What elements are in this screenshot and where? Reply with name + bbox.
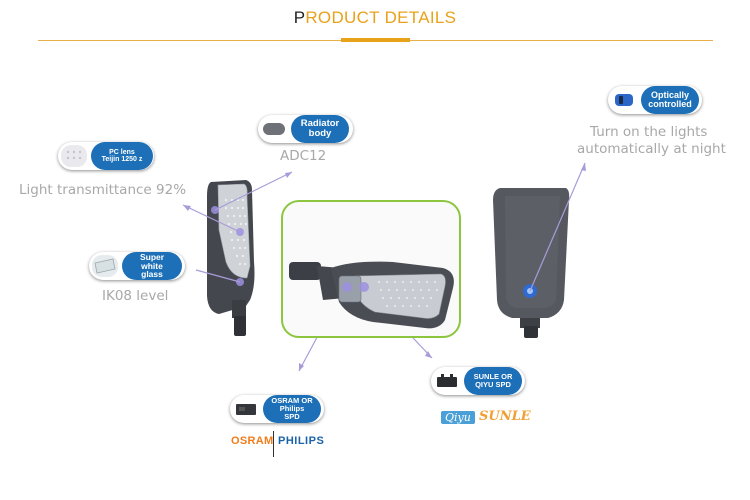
light-transmittance-caption: Light transmittance 92% [19, 182, 187, 198]
detail-view-frame [281, 200, 461, 338]
pc-lens-label: PC lens Teijin 1250 z [91, 142, 153, 170]
logo-separator [273, 431, 274, 457]
surge-protector-icon [434, 370, 460, 392]
impact-rating-caption: IK08 level [102, 288, 169, 304]
page-header: PRODUCT DETAILS [0, 0, 750, 48]
optically-controlled-label: Optically controlled [641, 86, 699, 114]
sunle-spd-badge: SUNLE OR QIYU SPD [431, 367, 525, 395]
title-initial: P [293, 8, 306, 27]
philips-logo: PHILIPS [278, 435, 325, 447]
header-accent-bar [341, 38, 410, 42]
night-caption-line1: Turn on the lights [590, 124, 708, 140]
left-street-light [207, 180, 255, 336]
title-rest: RODUCT DETAILS [305, 8, 457, 27]
radiator-badge: Radiator body [258, 115, 353, 143]
glass-label: Super white glass [122, 252, 182, 280]
radiator-icon [261, 118, 287, 140]
driver-module-icon [233, 398, 259, 420]
street-light-close-up [289, 261, 454, 329]
qiyu-logo: Qiyu [441, 411, 475, 424]
radiator-label: Radiator body [291, 115, 349, 143]
optically-controlled-badge: Optically controlled [608, 86, 702, 114]
radiator-material-caption: ADC12 [280, 148, 327, 164]
glass-badge: Super white glass [89, 252, 185, 280]
right-street-light [493, 188, 570, 338]
pc-lens-badge: PC lens Teijin 1250 z [58, 142, 154, 170]
sunle-logo: SUNLE [479, 409, 531, 424]
lens-texture-icon [61, 145, 87, 167]
osram-spd-label: OSRAM OR Philips SPD [263, 395, 321, 423]
glass-pane-icon [92, 255, 118, 277]
photocell-sensor-icon [611, 89, 637, 111]
night-caption-line2: automatically at night [577, 141, 726, 157]
page-title: PRODUCT DETAILS [0, 8, 750, 28]
sunle-spd-label: SUNLE OR QIYU SPD [464, 367, 522, 395]
osram-logo: OSRAM [231, 435, 274, 447]
osram-spd-badge: OSRAM OR Philips SPD [230, 395, 324, 423]
